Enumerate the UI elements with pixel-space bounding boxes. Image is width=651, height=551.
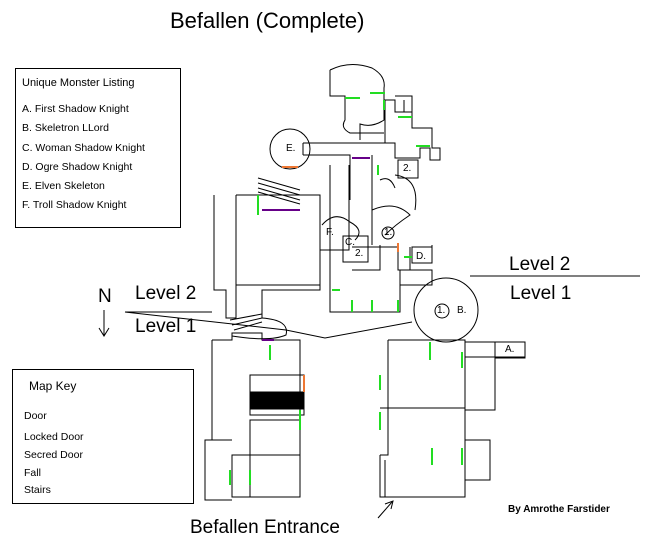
monster-item-e: E. Elven Skeleton [22, 180, 105, 193]
level-label-right-upper: Level 2 [509, 254, 571, 275]
box-d [411, 246, 433, 264]
upper-passage-to-e [302, 99, 441, 245]
entrance-arrowhead [384, 500, 394, 510]
key-secret-door-label: Secred Door [24, 449, 83, 461]
map-title: Befallen (Complete) [170, 8, 365, 33]
marker-circle-one-a [381, 226, 395, 240]
monster-item-a: A. First Shadow Knight [22, 103, 129, 115]
room-label-d: D. [416, 251, 426, 262]
lower-left-rooms [204, 332, 301, 501]
monster-item-f: F. Troll Shadow Knight [22, 199, 127, 212]
squiggle-rooms [321, 174, 417, 241]
monster-listing-heading: Unique Monster Listing [22, 77, 135, 89]
level-link-diagonal [124, 311, 413, 339]
room-a [494, 341, 526, 359]
entrance-label: Befallen Entrance [190, 517, 340, 538]
level-label-left-upper: Level 2 [135, 283, 197, 304]
key-stairs-label: Stairs [24, 484, 51, 496]
room-label-f: F. [326, 227, 334, 238]
room-marker-two-b: 2. [403, 163, 412, 174]
room-marker-one-b: 1. [437, 305, 446, 316]
entrance-arrow [377, 501, 393, 519]
map-key-panel: Map Key Door Locked Door Secred Door Fal… [12, 369, 194, 504]
monster-item-c: C. Woman Shadow Knight [22, 141, 145, 154]
key-locked-door-label: Locked Door [24, 431, 84, 443]
room-label-b: B. [457, 305, 467, 316]
locked-doors [282, 166, 399, 392]
key-door-label: Door [24, 410, 47, 422]
monster-item-b: B. Skeletron LLord [22, 122, 109, 135]
room-label-c: C. [345, 237, 355, 248]
compass-north-label: N [98, 286, 112, 307]
author-credit: By Amrothe Farstider [508, 504, 610, 515]
round-room-b [413, 277, 479, 343]
room-label-a: A. [505, 344, 515, 355]
map-key-heading: Map Key [29, 379, 77, 393]
stairs-lower [229, 313, 263, 331]
box-c [342, 235, 369, 263]
compass-arrowhead [98, 327, 110, 337]
monster-list: A. First Shadow Knight B. Skeletron LLor… [22, 103, 145, 219]
lower-right-rooms [379, 339, 526, 498]
key-fall-label: Fall [24, 467, 41, 479]
stairs-upper [257, 177, 301, 205]
secret-doors [262, 157, 370, 341]
left-inner-room [249, 374, 305, 416]
monster-item-d: D. Ogre Shadow Knight [22, 160, 133, 173]
top-chambers [329, 64, 413, 140]
level-label-left-lower: Level 1 [135, 316, 197, 337]
room-marker-two-a: 2. [355, 248, 364, 259]
doors [229, 92, 463, 485]
room-label-e: E. [286, 143, 296, 154]
round-room-e [269, 128, 311, 170]
marker-circle-one-b [434, 303, 450, 319]
level-label-right-lower: Level 1 [510, 283, 572, 304]
room-marker-one-a: 1. [384, 227, 393, 238]
monster-listing-panel: Unique Monster Listing A. First Shadow K… [15, 68, 181, 228]
upper-corridors [213, 165, 433, 319]
ramp-circle [231, 317, 287, 340]
fall-block [250, 391, 304, 410]
box-two-a [397, 159, 419, 179]
